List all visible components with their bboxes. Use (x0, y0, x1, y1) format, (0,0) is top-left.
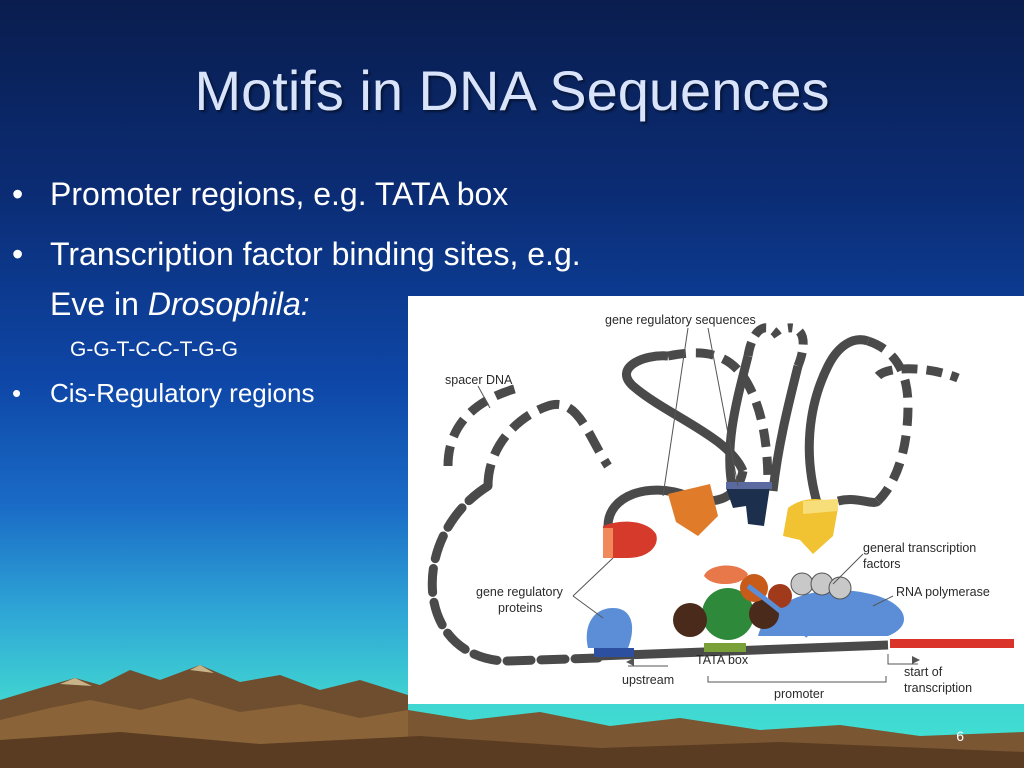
navy-regulatory-protein (726, 486, 770, 526)
label-start-1: start of (904, 665, 943, 679)
label-grp-1: gene regulatory (476, 585, 564, 599)
label-gene-regulatory-sequences: gene regulatory sequences (605, 313, 756, 327)
tata-box-segment (704, 643, 746, 652)
label-spacer-dna: spacer DNA (445, 373, 513, 387)
red-regulatory-protein (603, 521, 657, 558)
bullet-tf-binding-line2: Eve in Drosophila: (50, 286, 310, 323)
bullet-text-prefix: Eve in (50, 286, 148, 322)
label-general-tf-2: factors (863, 557, 901, 571)
slide-title: Motifs in DNA Sequences (194, 59, 830, 122)
orange-regulatory-protein (668, 484, 718, 536)
label-rna-polymerase: RNA polymerase (896, 585, 990, 599)
bullet-marker: • (12, 236, 24, 272)
bullet-marker: • (12, 378, 22, 408)
bullet-text: Cis-Regulatory regions (50, 378, 315, 408)
label-upstream: upstream (622, 673, 674, 687)
label-tata-box: TATA box (696, 653, 749, 667)
label-grp-2: proteins (498, 601, 542, 615)
gene-regulation-figure: gene regulatory sequences spacer DNA gen… (408, 296, 1024, 704)
label-start-2: transcription (904, 681, 972, 695)
label-general-tf-1: general transcription (863, 541, 976, 555)
transcription-complex (673, 565, 905, 640)
label-pointers (477, 327, 918, 683)
page-number: 6 (956, 728, 964, 744)
bullet-text: Promoter regions, e.g. TATA box (50, 176, 509, 212)
gene-regulation-diagram: gene regulatory sequences spacer DNA gen… (427, 313, 1014, 701)
bullet-marker: • (12, 176, 24, 212)
blue-bound-protein (586, 608, 633, 648)
eve-sequence: G-G-T-C-C-T-G-G (70, 338, 238, 361)
yellow-regulatory-protein (783, 499, 838, 554)
mountain-landscape (0, 665, 1024, 768)
transcribed-region (890, 639, 1014, 648)
label-promoter: promoter (774, 687, 824, 701)
species-name: Drosophila: (147, 286, 310, 322)
upstream-blue-segment (594, 648, 634, 657)
bullet-text: Transcription factor binding sites, e.g. (50, 236, 581, 272)
